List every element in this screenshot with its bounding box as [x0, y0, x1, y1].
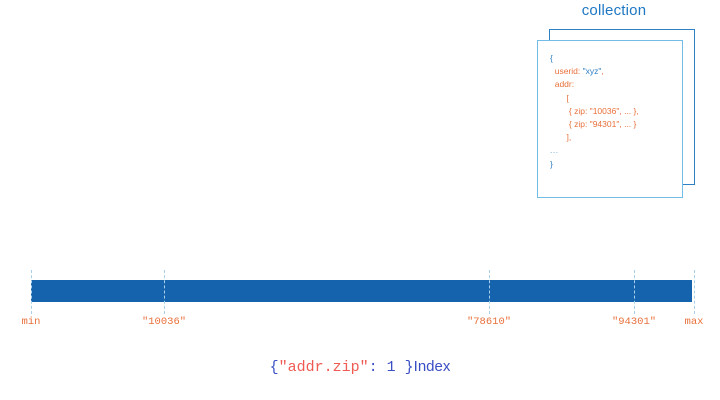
document-json: { userid: "xyz", addr: [ { zip: "10036",… — [550, 52, 639, 171]
index-tick-label-78610: "78610" — [466, 316, 512, 328]
index-tick-10036 — [164, 270, 165, 314]
index-bar-area: min "10036" "78610" "94301" max — [0, 262, 720, 342]
document-token: { zip: "94301", ... } — [550, 119, 637, 130]
document-line-ellipsis: ... — [550, 144, 639, 157]
collection-group: collection { userid: "xyz", addr: [ { zi… — [529, 2, 699, 207]
document-token: ], — [550, 132, 572, 143]
caption-field: "addr.zip" — [278, 359, 369, 376]
document-line-zip-2: { zip: "94301", ... } — [550, 118, 639, 131]
index-tick-label-min: min — [21, 316, 41, 328]
index-caption: {"addr.zip": 1 }Index — [0, 358, 720, 376]
document-line-close-brace: } — [550, 158, 639, 171]
index-tick-label-94301: "94301" — [611, 316, 657, 328]
index-tick-78610 — [489, 270, 490, 314]
index-tick-min — [31, 270, 32, 314]
document-token: "xyz" — [582, 66, 602, 77]
document-token: [ — [550, 92, 569, 103]
document-line-userid: userid: "xyz", — [550, 65, 639, 78]
document-card-front: { userid: "xyz", addr: [ { zip: "10036",… — [537, 40, 683, 198]
document-token: ... — [550, 145, 559, 156]
index-tick-max — [694, 270, 695, 314]
index-tick-94301 — [634, 270, 635, 314]
index-bar — [31, 280, 692, 302]
document-line-array-open: [ — [550, 92, 639, 105]
document-token: { — [550, 53, 553, 63]
caption-index-word: Index — [413, 358, 451, 375]
document-token: addr: — [550, 79, 575, 90]
document-line-array-close: ], — [550, 131, 639, 144]
document-line-open-brace: { — [550, 52, 639, 65]
caption-open-brace: { — [269, 359, 279, 376]
document-token: } — [550, 158, 553, 169]
index-tick-label-max: max — [684, 316, 704, 328]
caption-value: : 1 } — [368, 359, 414, 376]
document-line-zip-1: { zip: "10036", ... }, — [550, 105, 639, 118]
document-token: { zip: "10036", ... }, — [550, 105, 639, 116]
document-token: , — [601, 66, 604, 77]
document-token: userid: — [550, 66, 583, 77]
document-line-addr: addr: — [550, 78, 639, 91]
collection-title: collection — [581, 2, 647, 19]
index-tick-label-10036: "10036" — [141, 316, 187, 328]
